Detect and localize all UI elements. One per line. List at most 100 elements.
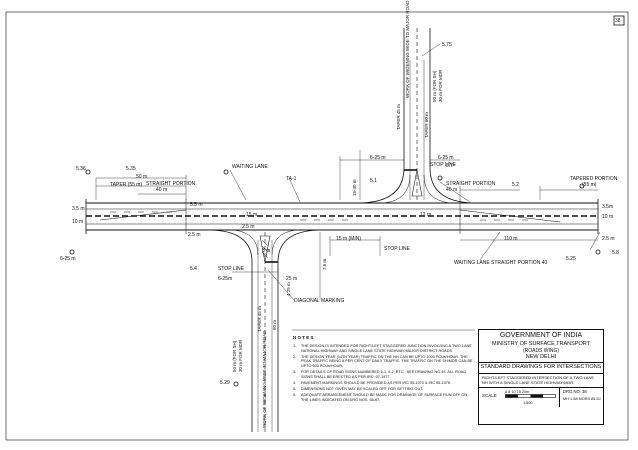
note-text: THE DESIGN YEAR (10TH YEAR) TRAFFIC ON T… <box>301 354 473 368</box>
notes-heading: N O T E S <box>293 335 314 340</box>
dim-50m: 50 m <box>136 174 148 180</box>
title-line-2: NH WITH A SINGLE LANE STATE HIGHWAY/MDR. <box>482 380 575 385</box>
notes-section: N O T E S 1. THE DESIGN IS INTENDED FOR R… <box>293 335 473 404</box>
dim-10-right: 10 m <box>602 214 614 220</box>
dim-3m: 3 m <box>262 248 271 254</box>
note-number: 5. <box>293 387 297 392</box>
label-waiting-lane-bottom: WAITING LANE STRAIGHT PORTION 40 <box>454 260 548 266</box>
road-sign-5-25 <box>233 381 239 387</box>
title-divider-2 <box>479 373 603 374</box>
note-item: 1. THE DESIGN IS INTENDED FOR RIGHT/LEFT … <box>293 344 473 353</box>
dim-5-4: 5.4 <box>190 266 197 272</box>
title-divider-3 <box>479 387 603 388</box>
dim-5-7: 5.7 <box>446 163 453 169</box>
vlabel-bottom-c: TAPER 45 m <box>257 306 262 332</box>
sheet-number-box <box>613 15 625 26</box>
dim-15m: 15 m <box>246 212 258 218</box>
vlabel-bottom-b: 30 m FOR MDR <box>238 339 243 372</box>
upper-road-left-curve <box>359 167 405 204</box>
dim-5-2: 5.2 <box>512 182 519 188</box>
title-series: STANDARD DRAWINGS FOR INTERSECTIONS <box>480 364 602 370</box>
sheet-border <box>5 11 629 441</box>
note-item: 4. PAVEMENT MARKINGS SHOULD BE PROVIDED A… <box>293 381 473 386</box>
dim-6-25-right: 6-25 m <box>438 155 454 161</box>
dim-10-left: 10 m <box>72 219 84 225</box>
note-number: 4. <box>293 380 297 385</box>
vlabel-top-d: TAPER 45 m <box>396 104 401 130</box>
title-org-2: MINISTRY OF SURFACE TRANSPORT <box>492 341 590 347</box>
dim-5-1: 5.1 <box>370 178 377 184</box>
dim-taper-left: TAPER (55 m) <box>110 182 143 188</box>
note-item: 2. THE DESIGN YEAR (10TH YEAR) TRAFFIC ON… <box>293 355 473 369</box>
dim-5-8: 5.8 <box>612 250 619 256</box>
label-stop-line-top: STOP LINE <box>430 162 456 168</box>
title-divider-4 <box>559 387 560 407</box>
vlabel-top-a: WORK OF WIDENING WIDE TO MAJOR ROAD <box>405 0 410 98</box>
dim-5-35: 5.35 <box>126 166 136 172</box>
label-diagonal-marking: DIAGONAL MARKING <box>294 298 345 304</box>
vlabel-top-f: 15-40 m <box>352 179 357 196</box>
vlabel-bottom-g: 4.25 m <box>286 282 291 296</box>
dim-5-25: 5.25 <box>566 256 576 262</box>
vlabel-bottom-a: 50 m (FOR SH) <box>232 340 237 372</box>
dim-2-5-left: 2.5 m <box>188 232 201 238</box>
note-item: 3. FOR DETAILS OF ROAD SIGNS NUMBERED 5-1… <box>293 370 473 379</box>
sheet-number: 38 <box>615 18 621 24</box>
dim-tapered-portion-len: (55 m) <box>582 182 597 188</box>
upper-road-right-curve <box>429 167 475 204</box>
vlabel-top-c: 30 m FOR MDR <box>438 69 443 102</box>
dim-110m: 110 m <box>504 236 518 242</box>
road-sign-5-8 <box>595 249 601 255</box>
dim-6-25-top: 6-25 m <box>370 155 386 161</box>
note-number: 3. <box>293 370 297 375</box>
note-item: 6. ADEQUATE ARRANGEMENT SHOULD BE MADE FO… <box>293 393 473 402</box>
vlabel-top-e: TAPER 60 m <box>424 112 429 138</box>
vlabel-bottom-f: 7.5 m <box>322 258 327 270</box>
vlabel-bottom-d: 60 m <box>272 319 277 330</box>
dim-6-25-bottom: 6-25m <box>218 276 233 282</box>
note-number: 2. <box>293 354 297 359</box>
dim-5-75-top: 5.75 <box>442 42 452 48</box>
dim-6-25-left: 6-25 m <box>60 256 76 262</box>
label-ta-1: TA-1 <box>286 176 297 182</box>
title-divider-1 <box>479 362 603 363</box>
title-org-3: (ROADS WING) <box>522 348 560 354</box>
dim-2-5-right: 2.5 m <box>602 236 615 242</box>
dim-5-36: 5.36 <box>76 166 86 172</box>
dim-25m: 25 m <box>286 276 298 282</box>
dim-3-5-left: 3.5 m <box>72 206 85 212</box>
scale-bar <box>505 394 556 398</box>
road-sign-5-36 <box>85 169 91 175</box>
drawing-reference: MH 1-58 MORS 85-5J <box>563 397 601 401</box>
note-number: 6. <box>293 393 297 398</box>
drawing-number: DRG.NO. 38 <box>563 389 587 394</box>
title-block: GOVERNMENT OF INDIA MINISTRY OF SURFACE … <box>478 329 604 425</box>
scale-ticks: 0 5 10 15 20m <box>505 390 530 394</box>
note-number: 1. <box>293 344 297 348</box>
label-straight-portion: STRAIGHT PORTION <box>146 181 196 187</box>
title-org-4: NEW DELHI <box>525 354 557 360</box>
scale-ratio: 1:500 <box>523 401 533 405</box>
dim-3-5-right: 3.5m <box>602 204 614 210</box>
note-text: FOR DETAILS OF ROAD SIGNS NUMBERED 5-1, … <box>301 370 467 379</box>
lower-road-right-curve <box>277 229 323 263</box>
label-waiting-lane-top: WAITING LANE <box>232 164 268 170</box>
dim-2-5-mid: 2.5 m <box>242 224 255 230</box>
note-item: 5.DIMENSIONS NOT GIVEN MAY BE SCALED OFF… <box>293 387 473 392</box>
dim-15m-min: 15 m (MIN) <box>336 236 361 242</box>
dim-12m: 12 m <box>420 212 432 218</box>
note-text: ADEQUATE ARRANGEMENT SHOULD BE MADE FOR … <box>301 393 468 402</box>
dim-5-29: 5.29 <box>220 380 230 386</box>
title-org-1: GOVERNMENT OF INDIA <box>499 332 583 339</box>
label-straight-portion-right: STRAIGHT PORTION 40 m <box>446 181 496 193</box>
dim-straight-portion-len: 40 m <box>156 187 168 193</box>
title-line-1: RIGHT/LEFT STAGGERED INTERSECTION OF A T… <box>482 375 595 380</box>
road-sign-waiting-lane <box>223 169 229 175</box>
vlabel-bottom-e: WORK OF WIDENING WIDE TO MAJOR ROAD <box>262 330 267 428</box>
label-stop-line-mid: STOP LINE <box>384 246 410 252</box>
note-text: THE DESIGN IS INTENDED FOR RIGHT/LEFT ST… <box>301 344 472 353</box>
dim-5-5: 5.5 m <box>190 202 203 208</box>
note-text: PAVEMENT MARKINGS SHOULD BE PROVIDED AS … <box>301 380 452 385</box>
label-stop-line-bottom: STOP LINE <box>218 266 244 272</box>
